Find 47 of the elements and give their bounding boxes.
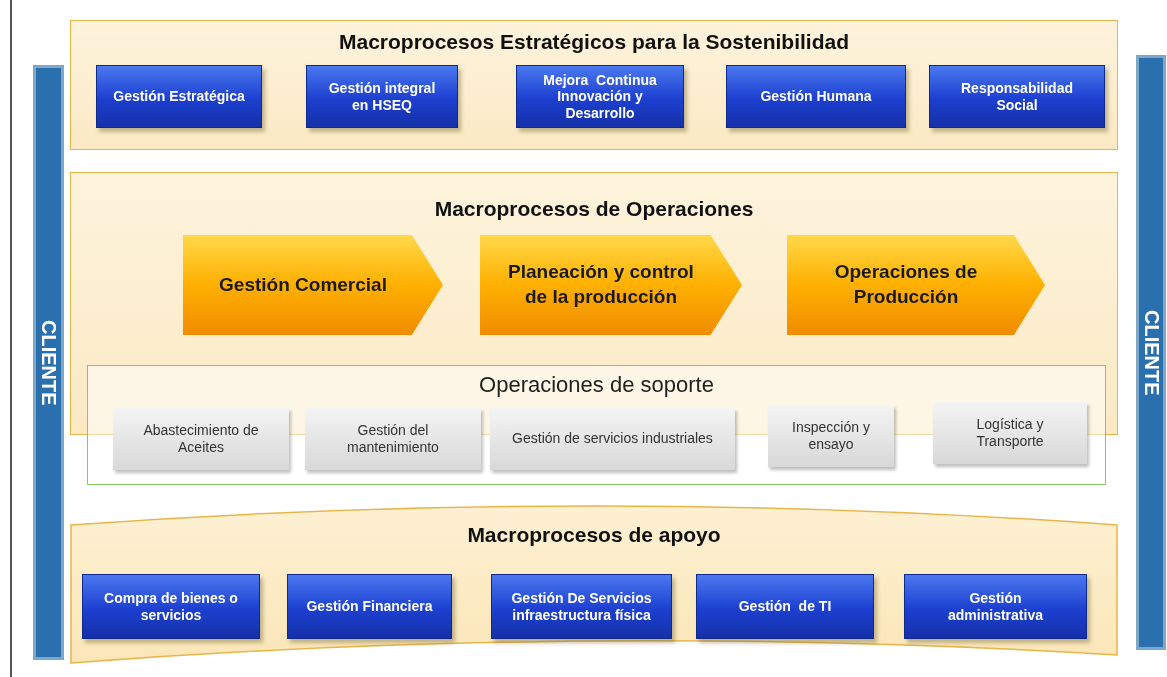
panel-heading: Operaciones de soporte: [478, 372, 715, 398]
process-label: Gestión administrativa: [947, 590, 1044, 623]
process-label: Mejora Continua Innovación y Desarrollo: [542, 72, 658, 121]
support-box: [933, 402, 1087, 464]
process-box: [306, 65, 458, 128]
process-box: [82, 574, 260, 639]
process-box: [726, 65, 906, 128]
support-panel: [87, 365, 1106, 485]
process-label: Gestión Comercial: [218, 272, 388, 297]
process-label: Gestión Humana: [760, 88, 872, 105]
process-box: [904, 574, 1087, 639]
support-box: [490, 408, 735, 470]
band-heading: Macroprocesos Estratégicos para la Sostenibilidad: [338, 30, 850, 54]
process-band: [70, 20, 1118, 150]
process-label: Gestión Financiera: [306, 598, 433, 615]
process-box: [96, 65, 262, 128]
process-label: Gestión integral en HSEQ: [327, 80, 437, 113]
process-label: Inspección y ensayo: [791, 418, 871, 454]
process-box: [516, 65, 684, 128]
band-heading: Macroprocesos de apoyo: [466, 523, 722, 547]
process-step: [183, 235, 443, 335]
process-label: Planeación y control de la producción: [507, 260, 695, 309]
process-step: [480, 235, 742, 335]
process-label: Gestión de servicios industriales: [512, 430, 713, 448]
support-box: [768, 405, 894, 467]
side-banner: [1136, 55, 1166, 650]
process-label: Gestión De Servicios infraestructura física: [510, 590, 653, 623]
side-label: CLIENTE: [1139, 309, 1163, 396]
process-box: [491, 574, 672, 639]
process-box: [696, 574, 874, 639]
process-label: Gestión de TI: [738, 598, 832, 615]
process-label: Responsabilidad Social: [960, 80, 1074, 113]
process-label: Gestión del mantenimiento: [346, 421, 440, 457]
band-heading: Macroprocesos de Operaciones: [433, 197, 755, 221]
process-box: [287, 574, 452, 639]
process-label: Abastecimiento de Aceites: [142, 421, 260, 457]
process-label: Compra de bienes o servicios: [103, 590, 239, 623]
process-label: Logística y Transporte: [975, 415, 1045, 451]
process-label: Gestión Estratégica: [113, 88, 245, 105]
support-box: [305, 408, 481, 470]
process-label: Operaciones de Producción: [833, 260, 979, 309]
side-banner: [33, 65, 64, 660]
process-box: [929, 65, 1105, 128]
support-box: [113, 408, 289, 470]
process-band: [70, 505, 1118, 665]
process-step: [787, 235, 1045, 335]
side-label: CLIENTE: [37, 319, 60, 406]
